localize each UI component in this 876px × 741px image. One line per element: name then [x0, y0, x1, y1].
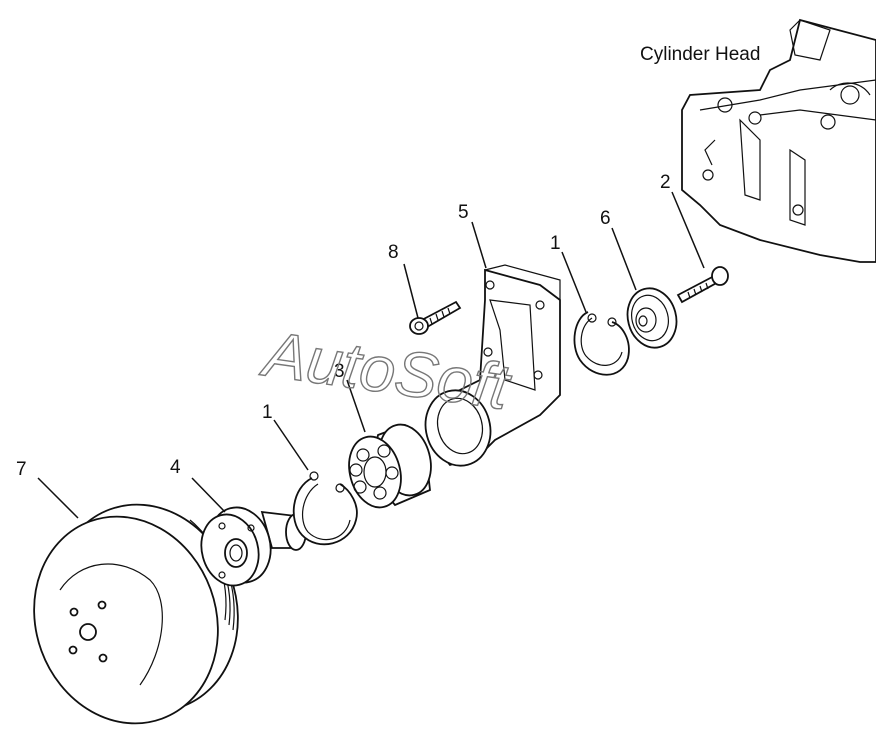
snap-ring-part-1-lower: [292, 471, 358, 546]
bearing-part-3: [348, 423, 432, 509]
callout-1-upper: 1: [550, 233, 561, 254]
cylinder-head: [681, 18, 876, 263]
callout-4: 4: [170, 457, 181, 478]
leader-lines: [37, 191, 705, 519]
callout-1-lower: 1: [262, 402, 273, 423]
bolt-part-2: [676, 266, 729, 304]
seal-part-6: [626, 287, 678, 349]
callout-7: 7: [16, 459, 27, 480]
pulley-part-7: [33, 503, 239, 725]
bracket-housing-part-5: [424, 264, 561, 467]
callout-8: 8: [388, 242, 399, 263]
callout-2: 2: [660, 172, 671, 193]
callout-labels: 7 4 1 3 8 5 1 6 2: [16, 172, 671, 480]
callout-5: 5: [458, 202, 469, 223]
callout-6: 6: [600, 208, 611, 229]
cylinder-head-label: Cylinder Head: [640, 44, 760, 65]
callout-3: 3: [334, 361, 345, 382]
bolt-part-8: [409, 300, 462, 335]
hub-part-4: [200, 506, 307, 587]
snap-ring-part-1-upper: [573, 311, 630, 376]
watermark-text: AutoSoft: [256, 317, 515, 423]
